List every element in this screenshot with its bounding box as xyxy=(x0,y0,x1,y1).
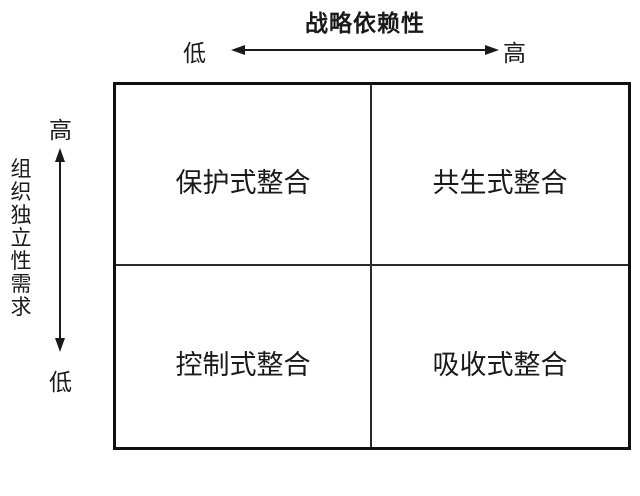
quadrant-bottom-right-label: 吸收式整合 xyxy=(432,350,568,381)
x-axis-high-label: 高 xyxy=(503,41,526,67)
quadrant-bottom-left-label: 控制式整合 xyxy=(175,350,311,381)
y-axis-low-label: 低 xyxy=(49,370,72,396)
matrix-grid: 保护式整合 共生式整合 控制式整合 吸收式整合 xyxy=(113,82,631,450)
double-arrow-horizontal-icon xyxy=(231,45,499,55)
x-axis-title: 战略依赖性 xyxy=(305,10,425,37)
quadrant-top-left-label: 保护式整合 xyxy=(175,168,311,199)
quadrant-bottom-left: 控制式整合 xyxy=(116,266,372,447)
double-arrow-vertical-icon xyxy=(55,148,65,352)
quadrant-bottom-right: 吸收式整合 xyxy=(372,266,628,447)
quadrant-top-right-label: 共生式整合 xyxy=(432,168,568,199)
quadrant-top-left: 保护式整合 xyxy=(116,85,372,266)
quadrant-top-right: 共生式整合 xyxy=(372,85,628,266)
y-axis-high-label: 高 xyxy=(49,118,72,144)
x-axis-low-label: 低 xyxy=(183,41,206,67)
y-axis-title: 组织独立性需求 xyxy=(10,157,32,319)
